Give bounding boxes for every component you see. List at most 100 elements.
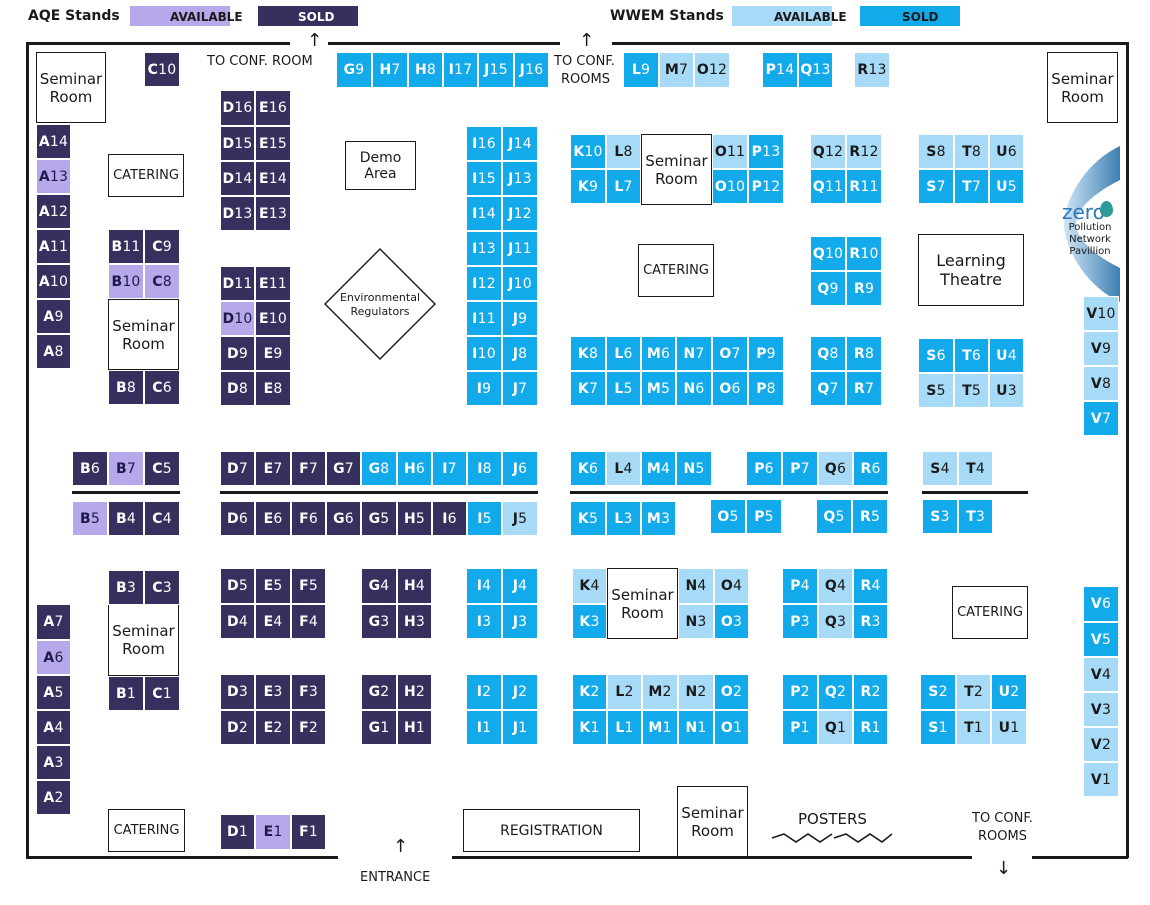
catering-area[interactable]: CATERING — [638, 244, 714, 297]
seminar-room[interactable]: Seminar Room — [677, 786, 748, 857]
seminar-room[interactable]: Seminar Room — [641, 134, 712, 205]
seminar-room[interactable]: Seminar Room — [108, 604, 179, 676]
catering-area[interactable]: CATERING — [108, 809, 185, 852]
seminar-room[interactable]: Seminar Room — [607, 568, 678, 639]
seminar-room[interactable]: Seminar Room — [36, 52, 106, 123]
